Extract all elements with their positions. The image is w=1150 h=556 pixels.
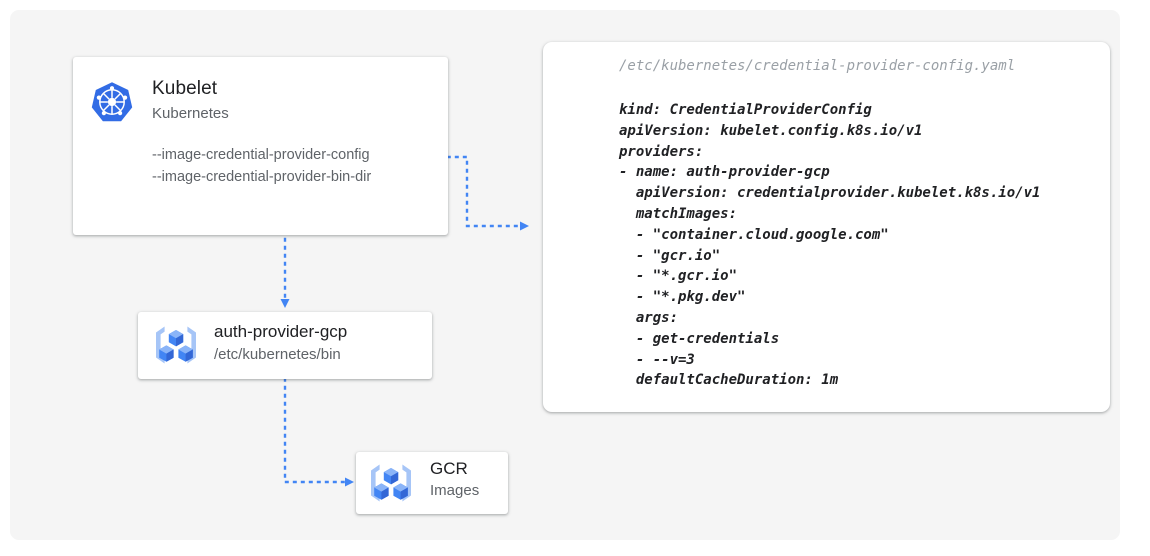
kubernetes-logo-icon xyxy=(90,80,134,124)
gcr-subtitle: Images xyxy=(430,482,480,499)
node-card-kubelet[interactable]: Kubelet Kubernetes --image-credential-pr… xyxy=(73,57,448,235)
kubelet-flag-bin-dir: --image-credential-provider-bin-dir xyxy=(152,169,372,185)
yaml-config-panel: /etc/kubernetes/credential-provider-conf… xyxy=(543,42,1110,412)
gcr-title: GCR xyxy=(430,459,468,478)
yaml-file-path: /etc/kubernetes/credential-provider-conf… xyxy=(619,58,1016,74)
kubelet-flag-config: --image-credential-provider-config xyxy=(152,147,370,163)
kubelet-subtitle: Kubernetes xyxy=(152,105,229,122)
kubelet-title: Kubelet xyxy=(152,78,218,99)
yaml-code-block: kind: CredentialProviderConfig apiVersio… xyxy=(619,102,1041,389)
container-registry-icon xyxy=(152,322,200,368)
auth-provider-title: auth-provider-gcp xyxy=(214,322,348,341)
auth-provider-subtitle: /etc/kubernetes/bin xyxy=(214,346,341,363)
connector-authprovider-to-gcr xyxy=(283,377,354,487)
node-card-gcr[interactable]: GCR Images xyxy=(356,452,508,514)
node-card-auth-provider-gcp[interactable]: auth-provider-gcp /etc/kubernetes/bin xyxy=(138,312,432,379)
container-registry-icon xyxy=(367,460,415,506)
